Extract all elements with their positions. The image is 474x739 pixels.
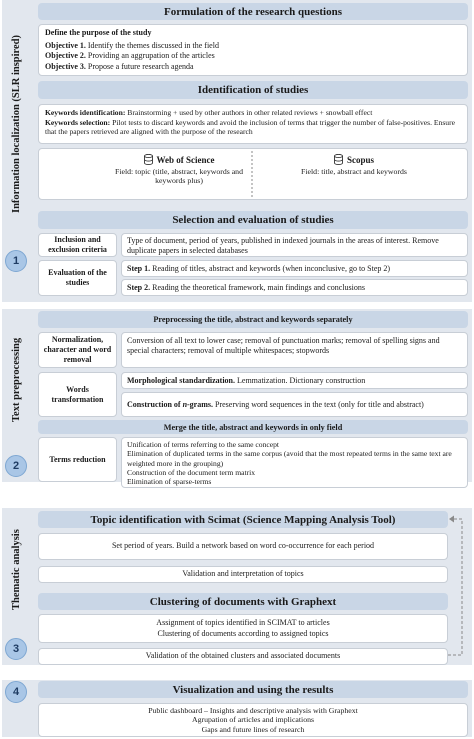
objective-3: Objective 3. Propose a future research a… [45, 61, 194, 71]
merge-title: Merge the title, abstract and keywords i… [38, 420, 468, 434]
objective-1: Objective 1. Identify the themes discuss… [45, 41, 219, 51]
step-2: Step 2. Reading the theoretical framewor… [121, 279, 468, 296]
topic-title: Topic identification with Scimat (Scienc… [38, 511, 448, 528]
terms-line: Elimination of duplicated terms in the s… [127, 449, 452, 468]
formulation-title: Formulation of the research questions [38, 3, 468, 20]
visualization-box: Public dashboard – Insights and descript… [38, 703, 468, 737]
terms-line: Construction of the document term matrix [127, 467, 256, 477]
database-icon [334, 154, 343, 165]
phase-4-number: 4 [5, 681, 27, 703]
formulation-box: Define the purpose of the study Objectiv… [38, 24, 468, 76]
phase-3-number: 3 [5, 638, 27, 660]
phase-2-number: 2 [5, 455, 27, 477]
phase-1-label: Information localization (SLR inspired) [11, 34, 22, 214]
evaluation-label: Evaluation of the studies [38, 260, 117, 296]
visualization-title: Visualization and using the results [38, 681, 468, 698]
clustering-box: Assignment of topics identified in SCIMA… [38, 614, 448, 643]
terms-label: Terms reduction [38, 437, 117, 482]
clusters-validation: Validation of the obtained clusters and … [38, 648, 448, 665]
phase-1-number: 1 [5, 250, 27, 272]
scopus-block: Scopus Field: title, abstract and keywor… [279, 154, 429, 176]
visualization-line: Public dashboard – Insights and descript… [148, 705, 358, 715]
visualization-line: Agrupation of articles and implications [191, 715, 315, 725]
databases-box: Web of Science Field: topic (title, abst… [38, 148, 468, 200]
database-divider [251, 151, 253, 197]
criteria-label: Inclusion and exclusion criteria [38, 233, 117, 257]
scopus-field: Field: title, abstract and keywords [301, 166, 407, 176]
words-label: Words transformation [38, 372, 117, 417]
clustering-line: Assignment of topics identified in SCIMA… [156, 618, 330, 628]
topic-text: Set period of years. Build a network bas… [38, 533, 448, 560]
define-purpose: Define the purpose of the study [45, 28, 152, 37]
terms-line: Unification of terms referring to the sa… [127, 440, 280, 449]
scopus-name: Scopus [346, 155, 374, 165]
phase-3-label: Thematic analysis [11, 529, 22, 611]
keywords-box: Keywords identification: Brainstorming +… [38, 104, 468, 144]
clustering-line: Clustering of documents according to ass… [157, 628, 329, 638]
terms-line: Elimination of sparse-terms [127, 477, 212, 486]
feedback-arrow [448, 515, 463, 656]
normalization-label: Normalization, character and word remova… [38, 332, 117, 368]
step-1: Step 1. Reading of titles, abstract and … [121, 260, 468, 277]
database-icon [143, 154, 153, 165]
criteria-text: Type of document, period of years, publi… [121, 233, 468, 257]
ngrams: Construction of n-grams. Preserving word… [121, 392, 468, 417]
objective-2: Objective 2. Providing an aggrupation of… [45, 51, 215, 61]
clustering-title: Clustering of documents with Graphext [38, 593, 448, 610]
selection-title: Selection and evaluation of studies [38, 211, 468, 229]
visualization-line: Gaps and future lines of research [201, 724, 305, 734]
identification-title: Identification of studies [38, 81, 468, 99]
phase-2-label: Text preprocessing [11, 337, 22, 423]
phase-2-band [2, 309, 31, 482]
topics-validation: Validation and interpretation of topics [38, 566, 448, 583]
preprocessing-title: Preprocessing the title, abstract and ke… [38, 311, 468, 328]
wos-name: Web of Science [156, 155, 215, 165]
terms-box: Unification of terms referring to the sa… [121, 437, 468, 488]
wos-field: Field: topic (title, abstract, keywords … [115, 166, 243, 186]
normalization-text: Conversion of all text to lower case; re… [121, 332, 468, 368]
wos-block: Web of Science Field: topic (title, abst… [109, 154, 249, 186]
morphological: Morphological standardization. Lemmatiza… [121, 372, 468, 389]
keywords-selection: Keywords selection: Pilot tests to disca… [45, 117, 455, 137]
keywords-identification: Keywords identification: Brainstorming +… [45, 108, 373, 117]
